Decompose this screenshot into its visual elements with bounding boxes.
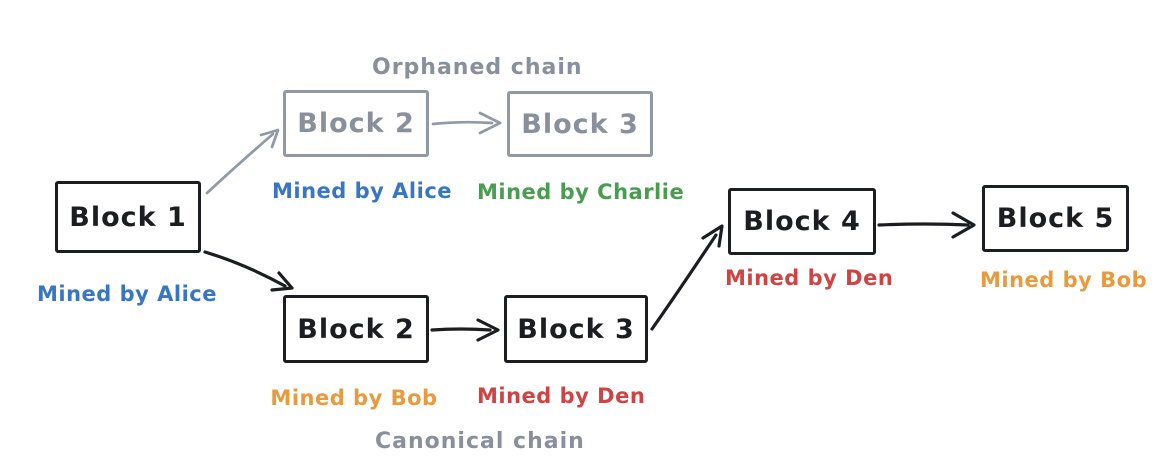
block-4: Block 4 (728, 188, 876, 255)
block-1-miner-label: Mined by Alice (36, 282, 217, 306)
arrow-canonical-block2-to-canonical-block3 (430, 318, 500, 342)
orphan-block-2: Block 2 (283, 90, 429, 157)
block-4-miner-label: Mined by Den (725, 266, 894, 290)
block-5-miner-label: Mined by Bob (980, 268, 1148, 292)
block-4-label: Block 4 (743, 206, 861, 237)
canonical-chain-label: Canonical chain (375, 429, 585, 454)
canonical-block-3-label: Block 3 (517, 313, 635, 345)
canonical-block-2-label: Block 2 (297, 313, 415, 345)
arrow-orphan-block2-to-orphan-block3 (431, 111, 502, 135)
block-5: Block 5 (982, 185, 1129, 252)
arrow-block1-to-orphan-block2 (205, 128, 280, 195)
arrow-block1-to-canonical-block2 (203, 250, 294, 292)
arrow-block4-to-block5 (877, 211, 976, 239)
canonical-block-3: Block 3 (504, 295, 648, 363)
canonical-block-2: Block 2 (283, 295, 429, 363)
arrow-canonical-block3-to-block4 (650, 224, 724, 331)
canonical-block-2-miner-label: Mined by Bob (270, 386, 438, 410)
orphan-block-2-miner-label: Mined by Alice (272, 179, 453, 203)
orphan-block-3-miner-label: Mined by Charlie (477, 180, 685, 204)
orphan-block-3: Block 3 (507, 91, 653, 157)
orphan-block-2-label: Block 2 (297, 108, 415, 139)
orphaned-chain-label: Orphaned chain (372, 55, 583, 80)
canonical-block-3-miner-label: Mined by Den (477, 384, 646, 408)
block-5-label: Block 5 (996, 203, 1115, 234)
block-1-label: Block 1 (69, 201, 187, 233)
orphan-block-3-label: Block 3 (521, 108, 639, 140)
block-1: Block 1 (55, 181, 201, 253)
